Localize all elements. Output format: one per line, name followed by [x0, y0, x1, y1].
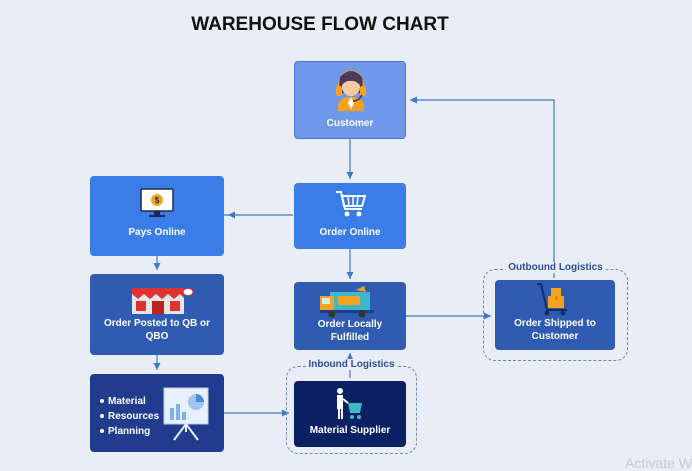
order-online-node[interactable]: Order Online [294, 183, 406, 249]
order-posted-node[interactable]: Order Posted to QB or QBO [90, 274, 224, 355]
svg-text:$: $ [155, 196, 160, 205]
shopping-cart-icon [336, 191, 367, 217]
order-shipped-label: Order Shipped to Customer [514, 318, 596, 342]
planning-bullet-item: Resources [100, 409, 159, 424]
planning-node[interactable]: Material Resources Planning [90, 374, 224, 452]
worker-with-cart-icon [337, 388, 362, 419]
planning-bullet-item: Planning [100, 424, 159, 439]
planning-bullet-item: Material [100, 394, 159, 409]
customer-label: Customer [326, 118, 374, 129]
storefront-icon [132, 288, 194, 314]
order-fulfilled-node[interactable]: Order Locally Fulfilled [294, 282, 406, 350]
arrow-shipped-to-customer [410, 96, 555, 278]
customer-service-icon [336, 70, 366, 111]
pays-online-node[interactable]: $ Pays Online [90, 176, 224, 256]
presentation-board-icon [163, 387, 209, 441]
page-title: WAREHOUSE FLOW CHART [191, 14, 449, 35]
pays-online-label: Pays Online [128, 227, 186, 238]
material-supplier-node[interactable]: Material Supplier [294, 381, 406, 447]
hand-truck-boxes-icon [537, 283, 567, 316]
material-supplier-label: Material Supplier [309, 425, 391, 436]
outbound-logistics-group: Outbound Logistics [483, 262, 628, 361]
inbound-logistics-group: Inbound Logistics [286, 359, 417, 454]
payment-monitor-icon: $ [140, 188, 174, 217]
outbound-logistics-label: Outbound Logistics [505, 262, 606, 273]
order-posted-label: Order Posted to QB or QBO [103, 318, 211, 342]
order-fulfilled-label: Order Locally Fulfilled [317, 319, 383, 343]
inbound-logistics-label: Inbound Logistics [305, 359, 398, 370]
activation-watermark: Activate W [625, 455, 692, 471]
order-shipped-node[interactable]: Order Shipped to Customer [495, 280, 615, 350]
order-online-label: Order Online [319, 227, 381, 238]
planning-bullet-list: Material Resources Planning [100, 394, 159, 439]
delivery-truck-icon [320, 286, 374, 318]
customer-node[interactable]: Customer [294, 61, 406, 139]
